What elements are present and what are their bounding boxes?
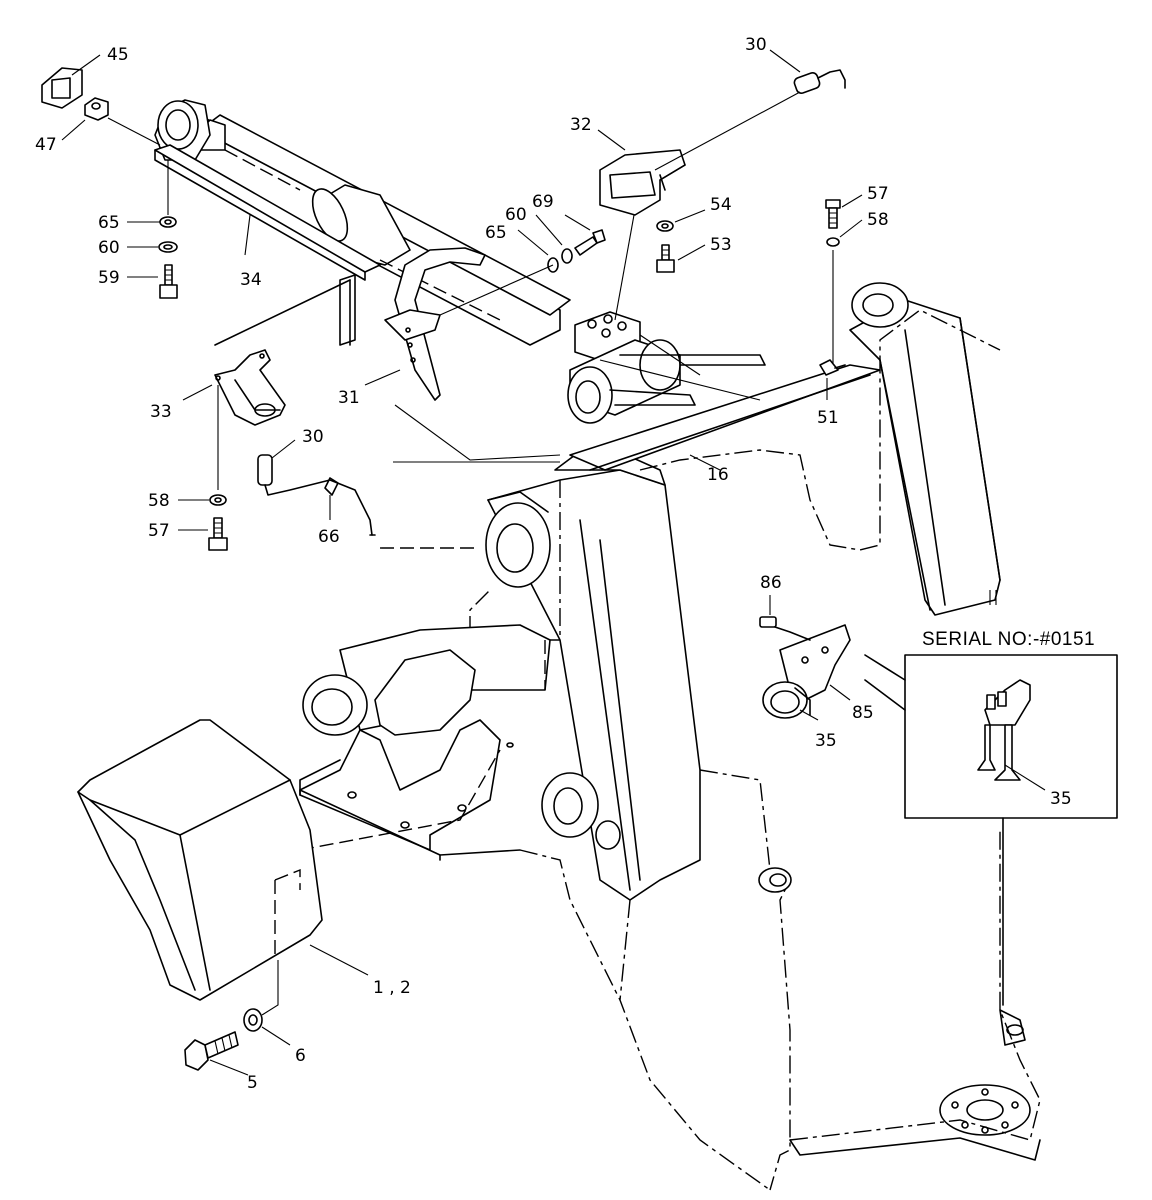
callout-85: 85 xyxy=(852,703,874,723)
sensor-clamp-31 xyxy=(384,247,486,401)
callout-1-2: 1 , 2 xyxy=(373,978,411,998)
callout-65-right: 65 xyxy=(485,223,507,243)
sensor-30-upper xyxy=(793,69,846,95)
callout-65-left: 65 xyxy=(98,213,120,233)
main-frame xyxy=(299,282,1041,1191)
serial-number-note: SERIAL NO:-#0151 xyxy=(922,629,1095,650)
callout-60-left: 60 xyxy=(98,238,120,258)
callout-86: 86 xyxy=(760,573,782,593)
callout-60-right: 60 xyxy=(505,205,527,225)
callout-32: 32 xyxy=(570,115,592,135)
bracket-33 xyxy=(214,279,351,426)
callout-33: 33 xyxy=(150,402,172,422)
callout-31: 31 xyxy=(338,388,360,408)
callout-58-right: 58 xyxy=(867,210,889,230)
callout-53: 53 xyxy=(710,235,732,255)
callout-66: 66 xyxy=(318,527,340,547)
callout-35-inset: 35 xyxy=(1050,789,1072,809)
serial-inset xyxy=(864,654,1118,819)
callout-30-lower: 30 xyxy=(302,427,324,447)
leader-lines xyxy=(61,49,863,1076)
callout-5: 5 xyxy=(247,1073,258,1093)
sensor-30-lower xyxy=(257,454,376,536)
guard-1-2 xyxy=(77,719,323,1001)
fasteners xyxy=(41,67,846,1071)
callout-58-left: 58 xyxy=(148,491,170,511)
callout-57-left: 57 xyxy=(148,521,170,541)
callout-30-upper: 30 xyxy=(745,35,767,55)
bracket-32 xyxy=(599,149,686,216)
callout-6: 6 xyxy=(295,1046,306,1066)
callout-labels: 45 47 65 60 59 34 33 30 58 57 66 31 65 6… xyxy=(35,35,1072,1093)
callout-47: 47 xyxy=(35,135,57,155)
horn-bracket-85 xyxy=(759,616,851,719)
callout-54: 54 xyxy=(710,195,732,215)
callout-51: 51 xyxy=(817,408,839,428)
callout-59: 59 xyxy=(98,268,120,288)
callout-45: 45 xyxy=(107,45,129,65)
callout-16: 16 xyxy=(707,465,729,485)
callout-35-main: 35 xyxy=(815,731,837,751)
callout-57-right: 57 xyxy=(867,184,889,204)
callout-34: 34 xyxy=(240,270,262,290)
callout-69: 69 xyxy=(532,192,554,212)
